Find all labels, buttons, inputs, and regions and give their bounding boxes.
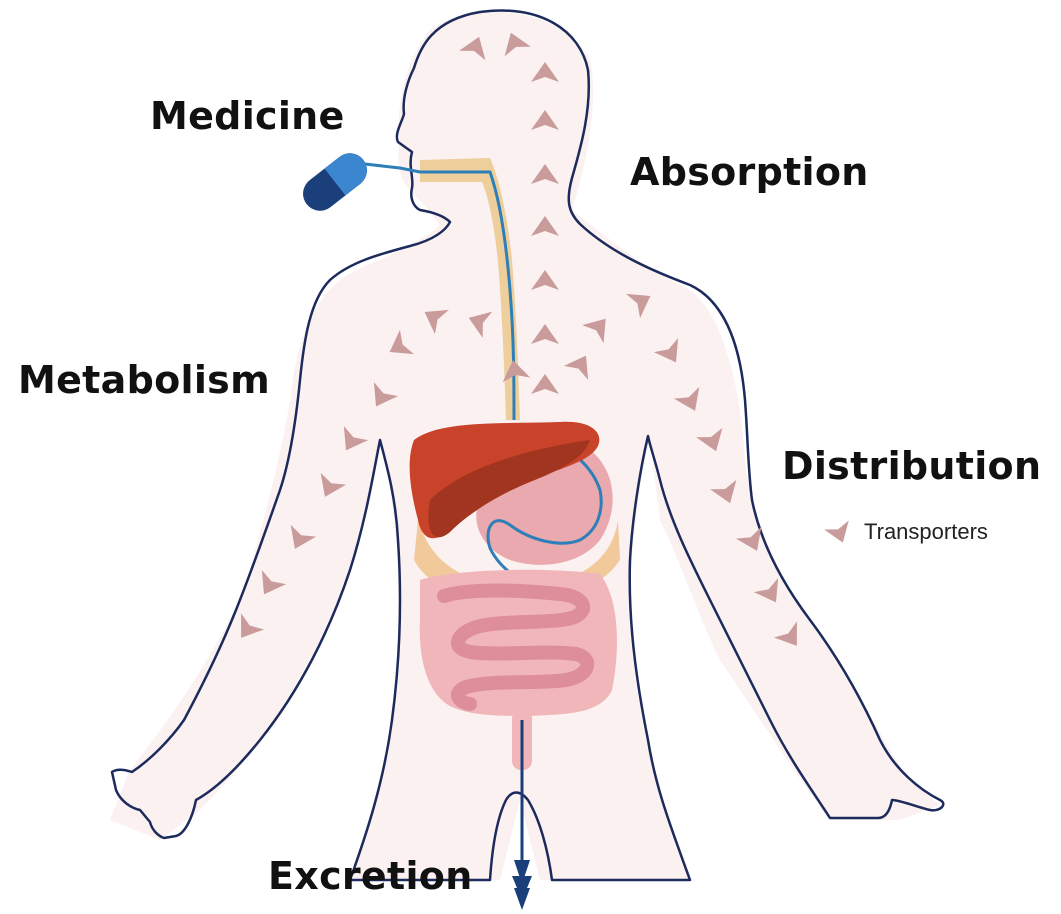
- label-excretion: Excretion: [268, 854, 473, 898]
- legend: Transporters: [824, 516, 988, 548]
- transporter-arrow-icon: [824, 516, 854, 548]
- legend-label-transporters: Transporters: [864, 519, 988, 545]
- label-metabolism: Metabolism: [18, 358, 270, 402]
- pill-icon: [296, 146, 374, 217]
- label-medicine: Medicine: [150, 94, 345, 138]
- label-absorption: Absorption: [630, 150, 869, 194]
- label-distribution: Distribution: [782, 444, 1041, 488]
